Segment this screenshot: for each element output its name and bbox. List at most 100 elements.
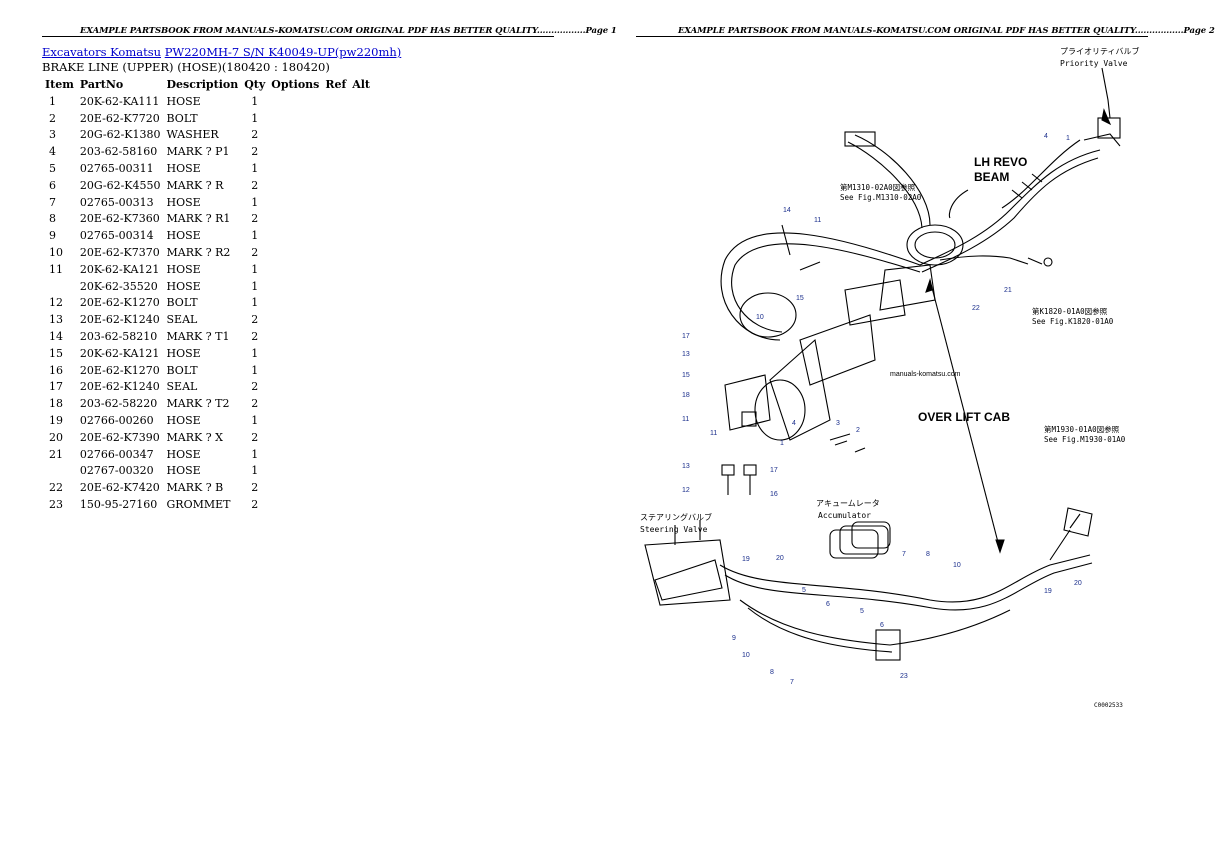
cell-partno: 20E-62-K1240 [79, 380, 160, 394]
cell-item: 1 [49, 94, 56, 108]
cell-qty: 1 [251, 464, 259, 478]
cell-description: HOSE [166, 464, 201, 478]
cell-partno: 20E-62-K7360 [79, 212, 160, 226]
cell-item: 20 [49, 430, 63, 444]
cell-description: BOLT [166, 111, 198, 125]
cell-item: 23 [49, 498, 63, 512]
cell-partno: 203-62-58210 [79, 330, 158, 344]
cell-qty: 2 [251, 313, 259, 327]
cell-partno: 02765-00313 [79, 195, 154, 209]
diagram-label-steering-en: Steering Valve [640, 525, 708, 534]
cell-item: 9 [49, 229, 56, 243]
cell-description: BOLT [166, 363, 198, 377]
cell-item [42, 278, 77, 295]
cell-item: 11 [49, 262, 63, 276]
breadcrumb: Excavators Komatsu PW220MH-7 S/N K40049-… [42, 45, 401, 59]
cell-description: HOSE [166, 229, 201, 243]
cell-partno: 20G-62-K1380 [79, 128, 161, 142]
page-header-left: EXAMPLE PARTSBOOK FROM MANUALS-KOMATSU.C… [80, 26, 617, 36]
cell-partno: 20E-62-K7420 [79, 481, 160, 495]
cell-item: 10 [49, 246, 63, 260]
cell-qty: 1 [251, 162, 259, 176]
callout-number: 12 [682, 487, 690, 494]
cell-qty: 1 [251, 229, 259, 243]
diagram-label-ref3-en: See Fig.M1930-01A0 [1044, 435, 1126, 444]
cell-partno: 20E-62-K7720 [79, 111, 160, 125]
cell-item: 5 [49, 162, 56, 176]
header-rule-left [42, 36, 554, 37]
cell-qty: 1 [251, 279, 259, 293]
cell-partno: 203-62-58220 [79, 397, 158, 411]
cell-qty: 1 [251, 346, 259, 360]
cell-item: 17 [49, 380, 63, 394]
cell-description: MARK ? T1 [166, 330, 230, 344]
cell-description: SEAL [166, 313, 198, 327]
callout-number: 8 [770, 669, 774, 676]
cell-description: MARK ? R1 [166, 212, 231, 226]
cell-partno: 20K-62-35520 [79, 279, 158, 293]
callout-number: 4 [1044, 133, 1048, 140]
cell-qty: 2 [251, 246, 259, 260]
cell-qty: 2 [251, 498, 259, 512]
cell-partno: 20G-62-K4550 [79, 178, 161, 192]
callout-number: 20 [1074, 580, 1082, 587]
callout-number: 19 [1044, 588, 1052, 595]
diagram-label-lh-revo-2: BEAM [974, 170, 1009, 184]
cell-description: HOSE [166, 94, 201, 108]
diagram-label-priority-jp: プライオリティバルブ [1060, 46, 1140, 56]
cell-description: HOSE [166, 447, 201, 461]
callout-number: 10 [953, 562, 961, 569]
cell-partno: 203-62-58160 [79, 145, 158, 159]
cell-item: 14 [49, 330, 63, 344]
cell-qty: 1 [251, 111, 259, 125]
cell-description: MARK ? T2 [166, 397, 230, 411]
cell-item: 6 [49, 178, 56, 192]
callout-number: 19 [742, 556, 750, 563]
cell-description: MARK ? P1 [166, 145, 230, 159]
page-title: BRAKE LINE (UPPER) (HOSE)(180420 : 18042… [42, 60, 330, 74]
diagram-label-accum-jp: アキュームレータ [816, 499, 880, 508]
cell-qty: 2 [251, 128, 259, 142]
callout-number: 20 [776, 555, 784, 562]
cell-description: HOSE [166, 262, 201, 276]
breadcrumb-link-category[interactable]: Excavators Komatsu [42, 45, 162, 59]
cell-description: SEAL [166, 380, 198, 394]
cell-item: 18 [49, 397, 63, 411]
col-header-ref: Ref [325, 78, 347, 91]
cell-partno: 20E-62-K1270 [79, 363, 160, 377]
callout-number: 18 [682, 392, 690, 399]
cell-item: 19 [49, 414, 63, 428]
callout-number: 1 [780, 440, 784, 447]
callout-number: 13 [682, 463, 690, 470]
callout-number: 15 [796, 295, 804, 302]
cell-qty: 2 [251, 145, 259, 159]
col-header-item: Item [45, 78, 74, 91]
breadcrumb-link-model[interactable]: PW220MH-7 S/N K40049-UP(pw220mh) [164, 45, 402, 59]
cell-partno: 02765-00314 [79, 229, 154, 243]
callout-number: 11 [682, 416, 689, 423]
cell-description: WASHER [166, 128, 219, 142]
callout-number: 11 [814, 217, 821, 224]
cell-partno: 20K-62-KA121 [79, 262, 160, 276]
cell-description: HOSE [166, 162, 201, 176]
callout-number: 11 [710, 430, 717, 437]
cell-partno: 02766-00260 [79, 414, 154, 428]
cell-partno: 02765-00311 [79, 162, 154, 176]
callout-number: 21 [1004, 287, 1012, 294]
cell-item [42, 463, 77, 480]
cell-partno: 20K-62-KA111 [79, 94, 160, 108]
callout-number: 5 [860, 608, 864, 615]
cell-partno: 20K-62-KA121 [79, 346, 160, 360]
diagram-label-lh-revo-1: LH REVO [974, 155, 1027, 169]
callout-number: 7 [790, 679, 794, 686]
cell-qty: 2 [251, 481, 259, 495]
callout-number: 10 [742, 652, 750, 659]
cell-item: 21 [49, 447, 63, 461]
cell-qty: 2 [251, 380, 259, 394]
